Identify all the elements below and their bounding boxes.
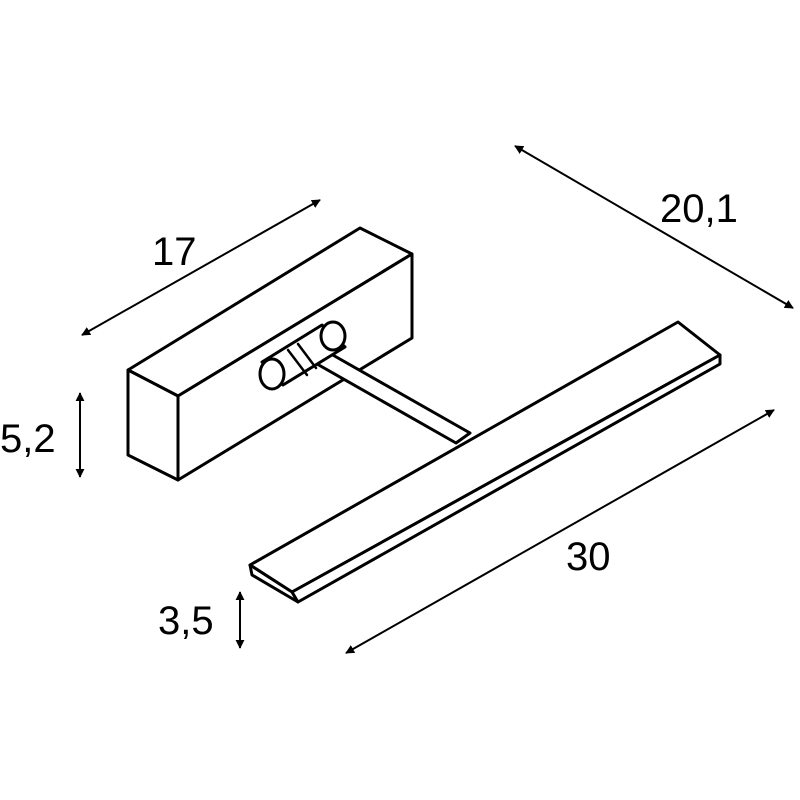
hinge-collar-line-2: [296, 342, 318, 370]
hinge-joint: [258, 320, 347, 391]
dimension-30-label: 30: [566, 535, 611, 579]
hinge-cap-left: [258, 357, 286, 391]
dimension-5-2-label: 5,2: [0, 417, 56, 461]
dimension-5-2: 5,2: [0, 392, 85, 478]
dimension-30-line: [345, 409, 775, 654]
arm-rod: [308, 348, 472, 445]
arm-rod-body: [308, 348, 472, 445]
dimension-3-5-label: 3,5: [158, 599, 214, 643]
dimension-20-1-line: [514, 145, 794, 309]
dimension-17: 17: [81, 199, 321, 336]
hinge-collar-line: [286, 348, 309, 377]
hinge-cap-right: [319, 320, 347, 352]
light-bar-side-face: [290, 353, 722, 604]
dimension-30: 30: [345, 409, 775, 654]
dimension-17-line: [81, 199, 321, 336]
dimension-20-1-label: 20,1: [660, 187, 738, 231]
dimension-17-label: 17: [152, 230, 197, 274]
dimension-3-5: 3,5: [158, 591, 245, 649]
dimension-20-1: 20,1: [514, 145, 794, 309]
